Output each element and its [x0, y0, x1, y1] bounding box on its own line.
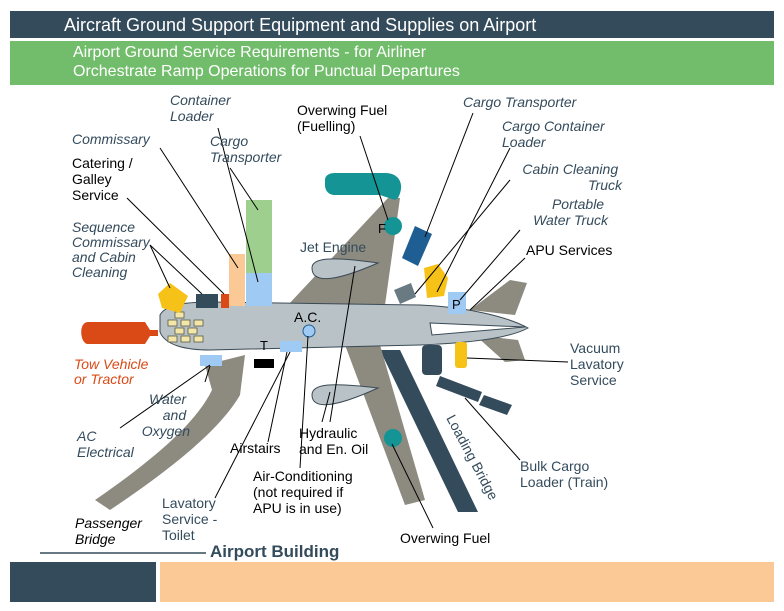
ac-point [302, 324, 316, 338]
cabin-cleaning-label: Cabin Cleaning Truck [522, 161, 623, 193]
page-title: Aircraft Ground Support Equipment and Su… [64, 15, 537, 35]
header-bar [10, 11, 774, 38]
vacuum-lavatory-truck [455, 342, 467, 368]
container-loader-label: Container Loader [170, 92, 235, 124]
cargo-container-loader-label: Cargo Container Loader [502, 118, 609, 150]
apu-services-label: APU Services [526, 242, 612, 258]
bulk-cargo-label: Bulk Cargo Loader (Train) [520, 458, 608, 490]
cargo-transporter-green [246, 200, 272, 273]
passenger-bridge-shape [95, 355, 245, 510]
vacuum-lavatory-label: Vacuum Lavatory Service [570, 340, 628, 388]
hydraulic-label: Hydraulic and En. Oil [299, 425, 368, 457]
horizontal-stabilizer [429, 322, 526, 336]
airstairs-truck [280, 341, 302, 352]
water-oxygen-truck [200, 355, 222, 366]
toilet-marker: T [260, 338, 268, 353]
water-oxygen-label: Water and Oxygen [142, 391, 190, 439]
lower-wing [345, 345, 425, 505]
tow-vehicle-label: Tow Vehicle or Tractor [74, 356, 152, 387]
jet-engine-upper [311, 258, 380, 280]
tail-lower [475, 335, 525, 362]
cargo-transporter-left-label: Cargo Transporter [210, 133, 283, 165]
airstairs-label: Airstairs [230, 440, 281, 456]
fuel-point-bottom [384, 429, 402, 447]
overwing-fuel-top-label: Overwing Fuel (Fuelling) [297, 102, 391, 134]
catering-label: Catering / Galley Service [72, 155, 137, 203]
fuel-marker: F [378, 221, 386, 236]
catering-truck [221, 294, 229, 308]
toilet-truck [254, 359, 274, 368]
tail-upper [470, 280, 527, 315]
cargo-transporter-right [402, 226, 432, 266]
subtitle-line-2: Orchestrate Ramp Operations for Punctual… [73, 63, 460, 80]
sequence-label: Sequence Commissary and Cabin Cleaning [72, 219, 154, 280]
bulk-cargo-train-1 [436, 376, 482, 402]
container-loader-truck [229, 254, 245, 306]
fuel-truck-top [325, 173, 402, 200]
cargo-transporter-right-label: Cargo Transporter [463, 94, 578, 110]
cabin-cleaning-truck [394, 283, 416, 304]
bulk-cargo-train-2 [479, 395, 512, 415]
upper-wing [288, 198, 400, 305]
subtitle-line-1: Airport Ground Service Requirements - fo… [73, 44, 427, 61]
tow-tractor [81, 322, 158, 344]
potable-marker: P [452, 297, 461, 312]
commissary-truck [196, 294, 218, 308]
cargo-container-loader-truck [424, 264, 448, 298]
footer-left-block [10, 562, 156, 602]
cargo-transporter-blue [246, 273, 272, 306]
bulk-cargo-loader-head [422, 345, 442, 375]
air-conditioning-label: Air-Conditioning (not required if APU is… [253, 468, 357, 516]
subheader-bar [10, 41, 774, 85]
commissary-label: Commissary [72, 131, 151, 147]
cockpit-windows [167, 311, 204, 343]
airport-building-label: Airport Building [210, 542, 339, 561]
lavatory-toilet-label: Lavatory Service - Toilet [162, 495, 221, 543]
overwing-fuel-bottom-label: Overwing Fuel [400, 530, 490, 546]
sequence-truck [158, 283, 188, 313]
portable-water-label: Portable Water Truck [533, 196, 609, 228]
loading-bridge-shape [380, 350, 478, 512]
ac-electrical-label: AC Electrical [76, 428, 135, 460]
footer-right-block [160, 562, 774, 602]
fuel-point-top [384, 217, 402, 235]
jet-engine-label: Jet Engine [300, 239, 366, 255]
jet-engine-lower [311, 384, 380, 406]
passenger-bridge-label: Passenger Bridge [75, 515, 146, 547]
ac-marker-label: A.C. [294, 309, 321, 325]
leader-lines [119, 112, 569, 529]
